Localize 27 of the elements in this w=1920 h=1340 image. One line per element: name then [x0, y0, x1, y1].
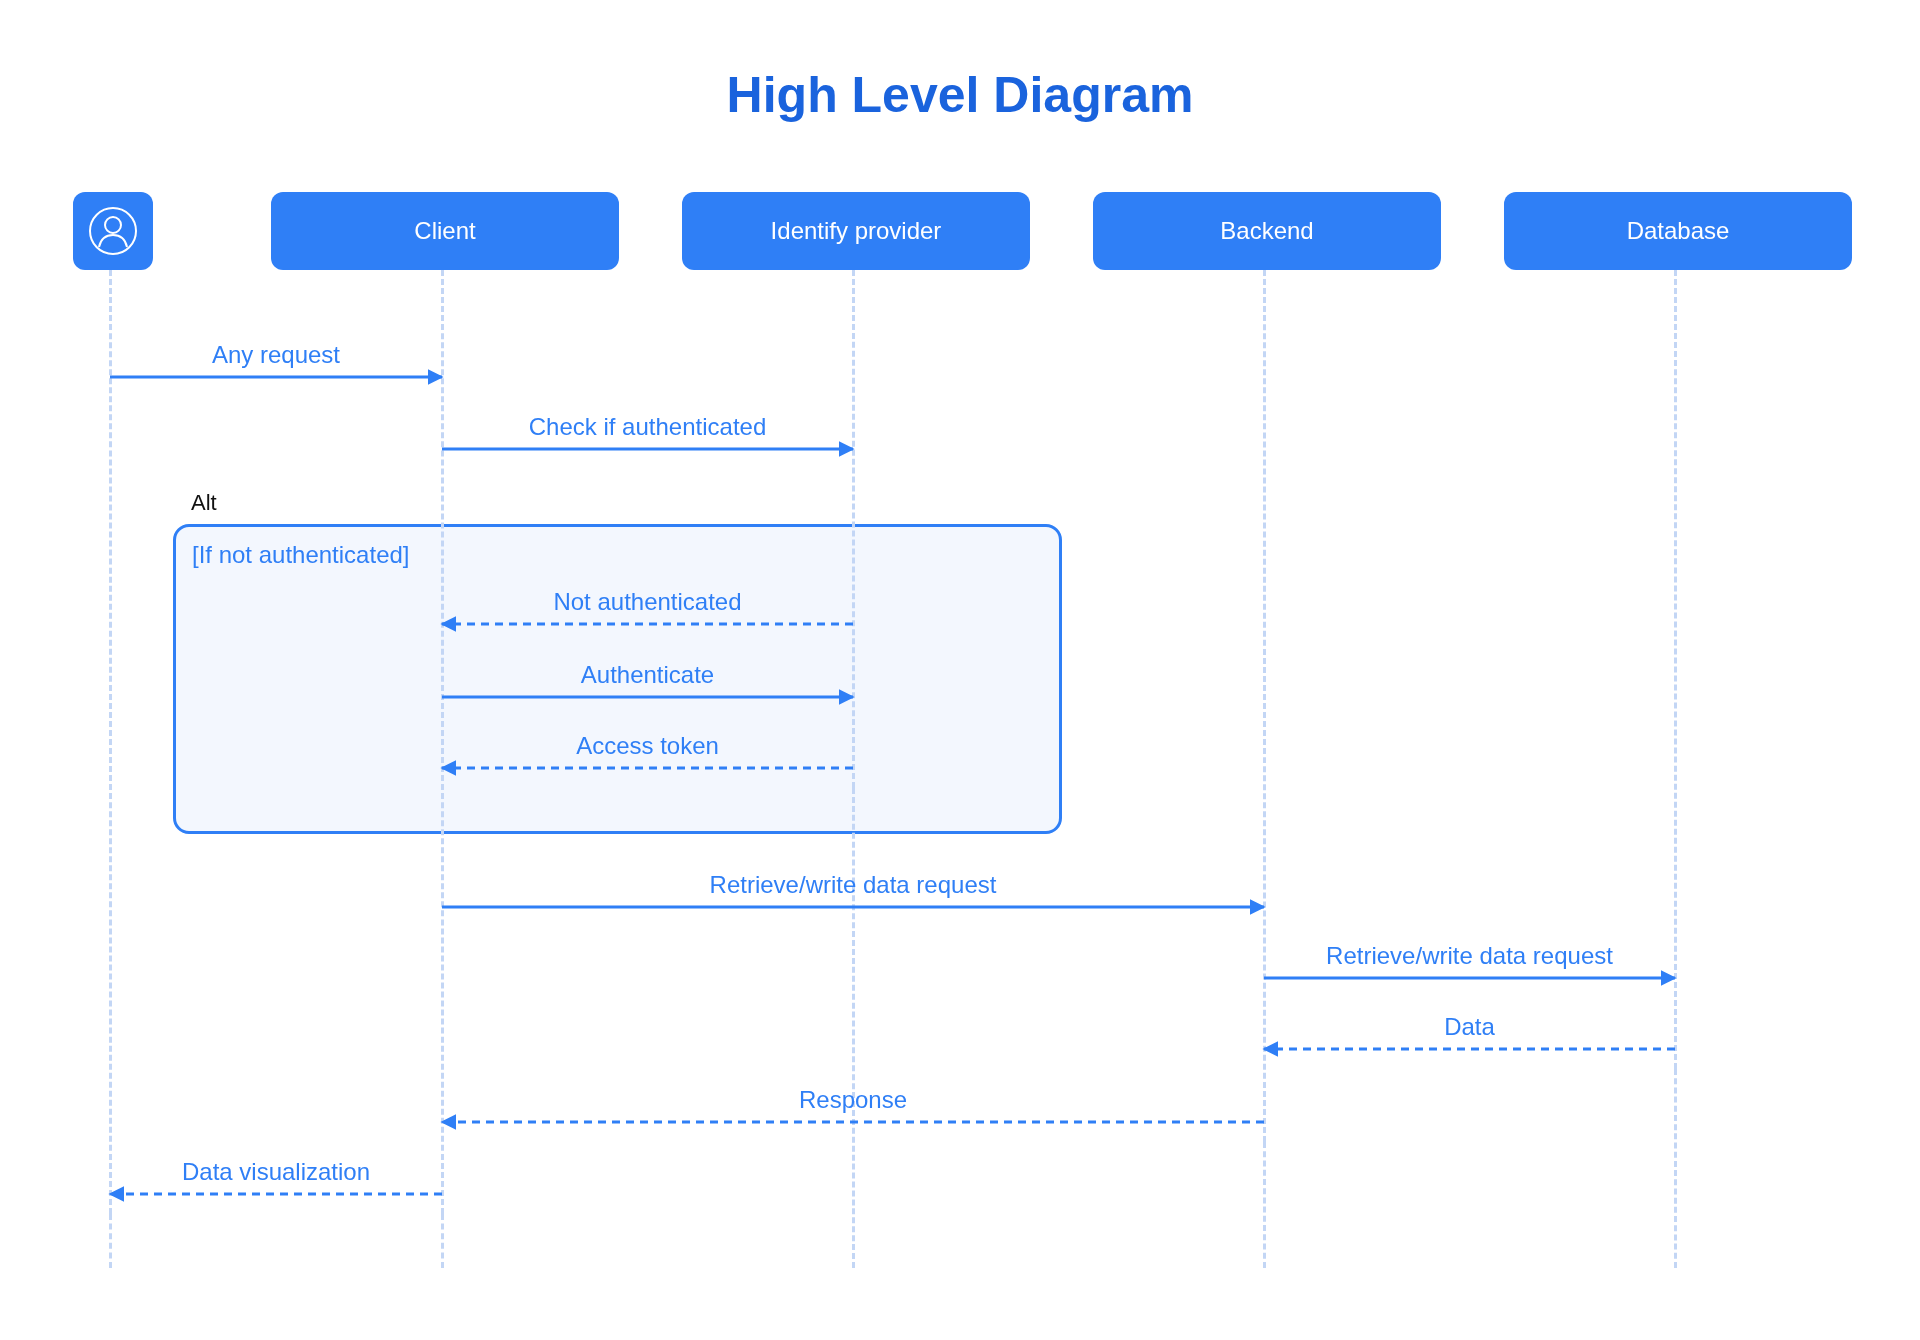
arrow	[442, 689, 855, 705]
arrow	[1262, 1041, 1675, 1057]
message-label: Retrieve/write data request	[709, 871, 997, 899]
arrow	[442, 441, 855, 457]
participant-box: Backend	[1093, 192, 1441, 270]
arrow	[1264, 970, 1677, 986]
participant-box: Client	[271, 192, 619, 270]
guard-condition: [If not authenticated]	[192, 541, 410, 569]
arrow	[440, 760, 853, 776]
message-label: Check if authenticated	[528, 413, 767, 441]
message-label: Access token	[576, 732, 719, 760]
participant-box: Identify provider	[682, 192, 1030, 270]
fragment-label: Alt	[191, 489, 217, 517]
message-label: Any request	[211, 341, 341, 369]
arrow	[440, 1114, 1264, 1130]
message-label: Data	[1444, 1013, 1495, 1041]
arrow	[440, 616, 853, 632]
arrow	[442, 899, 1266, 915]
message-label: Not authenticated	[553, 588, 742, 616]
message-label: Retrieve/write data request	[1326, 942, 1613, 970]
message-label: Data visualization	[181, 1158, 371, 1186]
message-label: Authenticate	[580, 661, 715, 689]
arrow	[110, 369, 444, 385]
participant-box: Database	[1504, 192, 1852, 270]
arrow	[108, 1186, 442, 1202]
message-label: Response	[798, 1086, 908, 1114]
title: High Level Diagram	[725, 66, 1195, 124]
